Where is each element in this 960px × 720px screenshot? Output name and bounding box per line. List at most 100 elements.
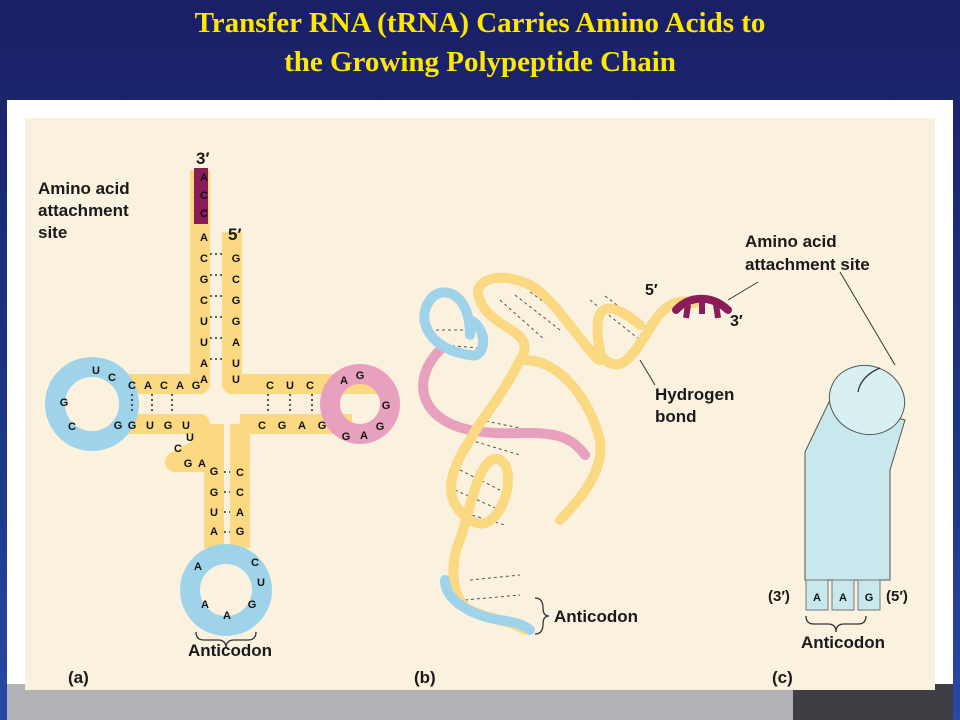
panel-b-5prime: 5′ — [645, 282, 658, 299]
svg-text:A: A — [236, 507, 244, 519]
panel-a-3prime: 3′ — [196, 149, 210, 168]
panel-c-site-label-2: attachment site — [745, 255, 870, 274]
svg-text:G: G — [210, 487, 219, 499]
svg-text:U: U — [210, 507, 218, 519]
svg-text:G: G — [382, 400, 391, 412]
svg-text:A: A — [232, 337, 240, 349]
svg-text:G: G — [248, 599, 257, 611]
d-loop-ring — [45, 357, 139, 451]
panel-b-t-strand — [520, 355, 606, 525]
panel-c-base-2 — [831, 579, 855, 611]
panel-b-anticodon-label: Anticodon — [554, 607, 638, 626]
panel-a-label: (a) — [68, 668, 89, 687]
panel-b-hbond-pointer — [639, 359, 656, 386]
svg-text:A: A — [144, 380, 152, 392]
svg-text:C: C — [306, 380, 314, 392]
svg-text:A: A — [340, 375, 348, 387]
svg-text:C: C — [258, 420, 266, 432]
panel-b-anticodon-strand — [440, 575, 535, 635]
panel-b-hbond-label-2: bond — [655, 407, 697, 426]
slide-title: Transfer RNA (tRNA) Carries Amino Acids … — [0, 4, 960, 82]
svg-text:U: U — [232, 358, 240, 370]
panel-b-3prime: 3′ — [730, 313, 743, 330]
svg-text:C: C — [200, 190, 208, 202]
svg-text:U: U — [182, 420, 190, 432]
svg-text:A: A — [360, 430, 368, 442]
panel-c-base-letter-3: G — [865, 592, 874, 604]
panel-c-label: (c) — [772, 668, 793, 687]
panel-c-anticodon-brace — [805, 615, 867, 633]
title-line-2: the Growing Polypeptide Chain — [284, 46, 676, 78]
svg-text:G: G — [128, 420, 137, 432]
svg-text:U: U — [257, 577, 265, 589]
panel-a-site-label-3: site — [38, 223, 67, 242]
svg-text:C: C — [251, 557, 259, 569]
panel-c-site-label-1: Amino acid — [745, 232, 837, 251]
panel-c-site-pointer — [839, 271, 896, 366]
svg-text:G: G — [232, 253, 241, 265]
svg-text:C: C — [108, 372, 116, 384]
svg-text:A: A — [200, 232, 208, 244]
panel-a-5prime: 5′ — [228, 225, 242, 244]
svg-text:C: C — [160, 380, 168, 392]
acceptor-end-purple — [194, 168, 208, 224]
svg-text:G: G — [318, 420, 327, 432]
svg-text:G: G — [114, 420, 123, 432]
svg-text:U: U — [92, 365, 100, 377]
d-arm-letters: C A C A G G U G U U C G C G — [60, 365, 201, 433]
panel-b-acceptor-end — [672, 294, 732, 314]
svg-text:G: G — [164, 420, 173, 432]
panel-b-hbond-label-1: Hydrogen — [655, 385, 734, 404]
panel-c-schematic: Amino acid attachment site A A G (3′) (5… — [745, 232, 908, 687]
svg-text:A: A — [194, 561, 202, 573]
svg-text:G: G — [342, 431, 351, 443]
panel-c-base-1 — [805, 579, 829, 611]
svg-text:G: G — [236, 526, 245, 538]
panel-c-anticodon-label: Anticodon — [801, 633, 885, 652]
title-line-1: Transfer RNA (tRNA) Carries Amino Acids … — [194, 7, 766, 39]
svg-text:U: U — [186, 432, 194, 444]
svg-text:U: U — [200, 337, 208, 349]
hydrogen-bond-dots — [131, 253, 313, 533]
panel-c-base-letter-1: A — [813, 592, 821, 604]
panel-a-anticodon-label: Anticodon — [188, 641, 272, 660]
svg-text:C: C — [266, 380, 274, 392]
svg-text:G: G — [232, 295, 241, 307]
panel-b-anticodon-brace — [534, 597, 550, 635]
panel-a-site-label-1: Amino acid — [38, 179, 130, 198]
panel-c-cylinder-body — [804, 399, 906, 581]
panel-b-3d-structure: 5′ 3′ Hydrogen bond Anticodon (b) — [414, 272, 759, 687]
svg-text:G: G — [192, 380, 201, 392]
panel-b-hydrogen-bonds — [430, 291, 651, 601]
acceptor-left-letters: A C C A C G C U U A A — [200, 172, 209, 386]
svg-text:G: G — [356, 370, 365, 382]
panel-b-label: (b) — [414, 668, 436, 687]
svg-text:G: G — [210, 466, 219, 478]
panel-a-anticodon-brace — [195, 631, 257, 649]
panel-b-blue-loop — [419, 287, 489, 361]
svg-text:A: A — [200, 172, 208, 184]
svg-text:U: U — [200, 316, 208, 328]
svg-text:C: C — [128, 380, 136, 392]
svg-text:C: C — [200, 295, 208, 307]
svg-text:G: G — [184, 458, 193, 470]
svg-text:A: A — [201, 599, 209, 611]
panel-b-site-pointer — [727, 281, 759, 301]
d-arm-bottom-band — [128, 414, 214, 472]
panel-a-cloverleaf: A C C A C G C U U A A G C G G A U U — [38, 149, 400, 687]
svg-text:C: C — [232, 274, 240, 286]
anticodon-loop-ring — [180, 544, 272, 636]
svg-text:G: G — [60, 397, 69, 409]
svg-text:C: C — [236, 487, 244, 499]
svg-text:C: C — [174, 443, 182, 455]
panel-c-3prime: (3′) — [768, 588, 790, 605]
panel-c-base-letter-2: A — [839, 592, 847, 604]
svg-text:G: G — [376, 421, 385, 433]
variable-and-anticodon-letters: U C G A G G U A C C A G A A A G U C — [174, 432, 265, 622]
svg-text:G: G — [278, 420, 287, 432]
svg-text:A: A — [223, 610, 231, 622]
panel-b-gold-backbone — [446, 272, 645, 635]
svg-text:U: U — [146, 420, 154, 432]
svg-text:G: G — [200, 274, 209, 286]
